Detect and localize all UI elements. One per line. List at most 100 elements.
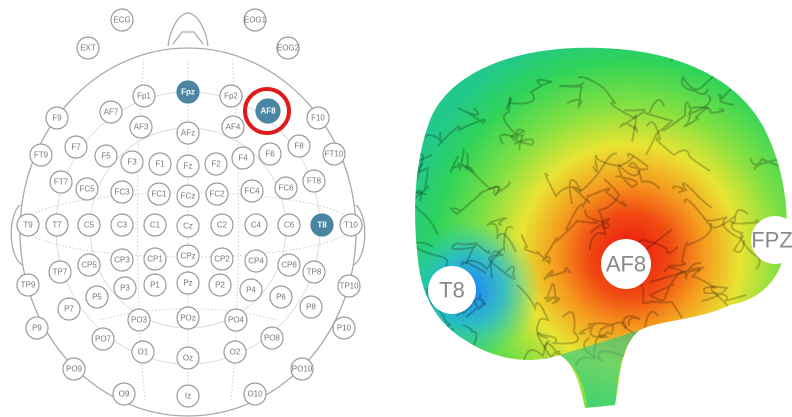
electrode-label: T8 [317, 221, 327, 230]
electrode-po4[interactable]: PO4 [224, 308, 248, 332]
electrode-fc3[interactable]: FC3 [110, 180, 134, 204]
electrode-eog1[interactable]: EOG1 [243, 8, 267, 32]
electrode-label: P1 [150, 281, 160, 290]
electrode-fpz[interactable]: Fpz [176, 80, 200, 104]
electrode-c4[interactable]: C4 [244, 213, 268, 237]
electrode-po3[interactable]: PO3 [127, 308, 151, 332]
electrode-f2[interactable]: F2 [204, 152, 228, 176]
electrode-po9[interactable]: PO9 [62, 357, 86, 381]
electrode-label: P3 [120, 284, 130, 293]
electrode-cp5[interactable]: CP5 [77, 253, 101, 277]
electrode-f8[interactable]: F8 [287, 134, 311, 158]
electrode-c3[interactable]: C3 [110, 213, 134, 237]
electrode-t10[interactable]: T10 [339, 213, 363, 237]
electrode-f5[interactable]: F5 [94, 144, 118, 168]
electrode-p7[interactable]: P7 [57, 297, 81, 321]
electrode-af3[interactable]: AF3 [129, 115, 153, 139]
electrode-p2[interactable]: P2 [208, 273, 232, 297]
electrode-c2[interactable]: C2 [210, 213, 234, 237]
electrode-p10[interactable]: P10 [332, 316, 356, 340]
electrode-label: P4 [246, 286, 256, 295]
electrode-ft7[interactable]: FT7 [49, 170, 73, 194]
electrode-o2[interactable]: O2 [223, 340, 247, 364]
electrode-o1[interactable]: O1 [131, 340, 155, 364]
electrode-tp7[interactable]: TP7 [48, 260, 72, 284]
gyrus [589, 178, 621, 251]
electrode-fp1[interactable]: Fp1 [132, 84, 156, 108]
electrode-fz[interactable]: Fz [176, 154, 200, 178]
electrode-t7[interactable]: T7 [45, 213, 69, 237]
electrode-label: F4 [238, 154, 248, 163]
electrode-poz[interactable]: POz [176, 306, 200, 330]
electrode-f9[interactable]: F9 [45, 106, 69, 130]
electrode-tp8[interactable]: TP8 [302, 260, 326, 284]
electrode-po10[interactable]: PO10 [290, 357, 314, 381]
electrode-eog2[interactable]: EOG2 [276, 36, 300, 60]
electrode-f10[interactable]: F10 [306, 106, 330, 130]
electrode-o9[interactable]: O9 [112, 382, 136, 406]
electrode-f3[interactable]: F3 [120, 150, 144, 174]
gyrus [631, 282, 683, 319]
electrode-p3[interactable]: P3 [113, 276, 137, 300]
electrode-t9[interactable]: T9 [16, 213, 40, 237]
electrode-fc1[interactable]: FC1 [147, 182, 171, 206]
electrode-fc2[interactable]: FC2 [205, 182, 229, 206]
electrode-ft9[interactable]: FT9 [29, 143, 53, 167]
electrode-tp9[interactable]: TP9 [16, 273, 40, 297]
electrode-circle [143, 247, 167, 271]
electrode-tp10[interactable]: TP10 [337, 274, 361, 298]
electrode-cz[interactable]: Cz [176, 214, 200, 238]
electrode-label: CP1 [147, 255, 163, 264]
electrode-p8[interactable]: P8 [299, 295, 323, 319]
electrode-cp2[interactable]: CP2 [210, 247, 234, 271]
electrode-circle [332, 316, 356, 340]
electrode-iz[interactable]: Iz [176, 384, 200, 408]
electrode-cp1[interactable]: CP1 [143, 247, 167, 271]
electrode-p6[interactable]: P6 [269, 285, 293, 309]
electrode-circle [129, 115, 153, 139]
electrode-oz[interactable]: Oz [176, 346, 200, 370]
electrode-p5[interactable]: P5 [85, 285, 109, 309]
electrode-c1[interactable]: C1 [143, 213, 167, 237]
electrode-cpz[interactable]: CPz [176, 244, 200, 268]
electrode-af8[interactable]: AF8 [255, 98, 281, 124]
electrode-po8[interactable]: PO8 [260, 326, 284, 350]
electrode-circle [322, 142, 346, 166]
electrode-fcz[interactable]: FCz [176, 184, 200, 208]
electrode-label: Pz [183, 279, 192, 288]
electrode-af4[interactable]: AF4 [221, 115, 245, 139]
gyrus [558, 81, 584, 110]
electrode-ft10[interactable]: FT10 [322, 142, 346, 166]
electrode-circle [210, 213, 234, 237]
electrode-p4[interactable]: P4 [239, 278, 263, 302]
electrode-label: F8 [294, 142, 304, 151]
electrode-ecg[interactable]: ECG [110, 8, 134, 32]
electrode-f7[interactable]: F7 [64, 135, 88, 159]
electrode-o10[interactable]: O10 [243, 382, 267, 406]
electrode-cp4[interactable]: CP4 [244, 249, 268, 273]
gyrus [415, 162, 430, 209]
electrode-ft8[interactable]: FT8 [302, 169, 326, 193]
electrode-pz[interactable]: Pz [176, 271, 200, 295]
electrode-t8[interactable]: T8 [310, 213, 334, 237]
electrode-fc5[interactable]: FC5 [75, 177, 99, 201]
electrode-f1[interactable]: F1 [148, 152, 172, 176]
electrode-fc6[interactable]: FC6 [274, 176, 298, 200]
electrode-fc4[interactable]: FC4 [240, 179, 264, 203]
electrode-fp2[interactable]: Fp2 [219, 84, 243, 108]
brain-label-af8: AF8 [601, 239, 651, 289]
electrode-c5[interactable]: C5 [77, 213, 101, 237]
electrode-po7[interactable]: PO7 [91, 327, 115, 351]
electrode-c6[interactable]: C6 [277, 213, 301, 237]
electrode-cp6[interactable]: CP6 [277, 253, 301, 277]
electrode-label: TP8 [307, 268, 322, 277]
electrode-f4[interactable]: F4 [231, 146, 255, 170]
electrode-p9[interactable]: P9 [25, 316, 49, 340]
electrode-cp3[interactable]: CP3 [110, 248, 134, 272]
electrode-ext[interactable]: EXT [76, 36, 100, 60]
electrode-p1[interactable]: P1 [143, 273, 167, 297]
electrode-afz[interactable]: AFz [176, 121, 200, 145]
gyrus [587, 321, 627, 338]
electrode-f6[interactable]: F6 [258, 142, 282, 166]
electrode-af7[interactable]: AF7 [99, 100, 123, 124]
